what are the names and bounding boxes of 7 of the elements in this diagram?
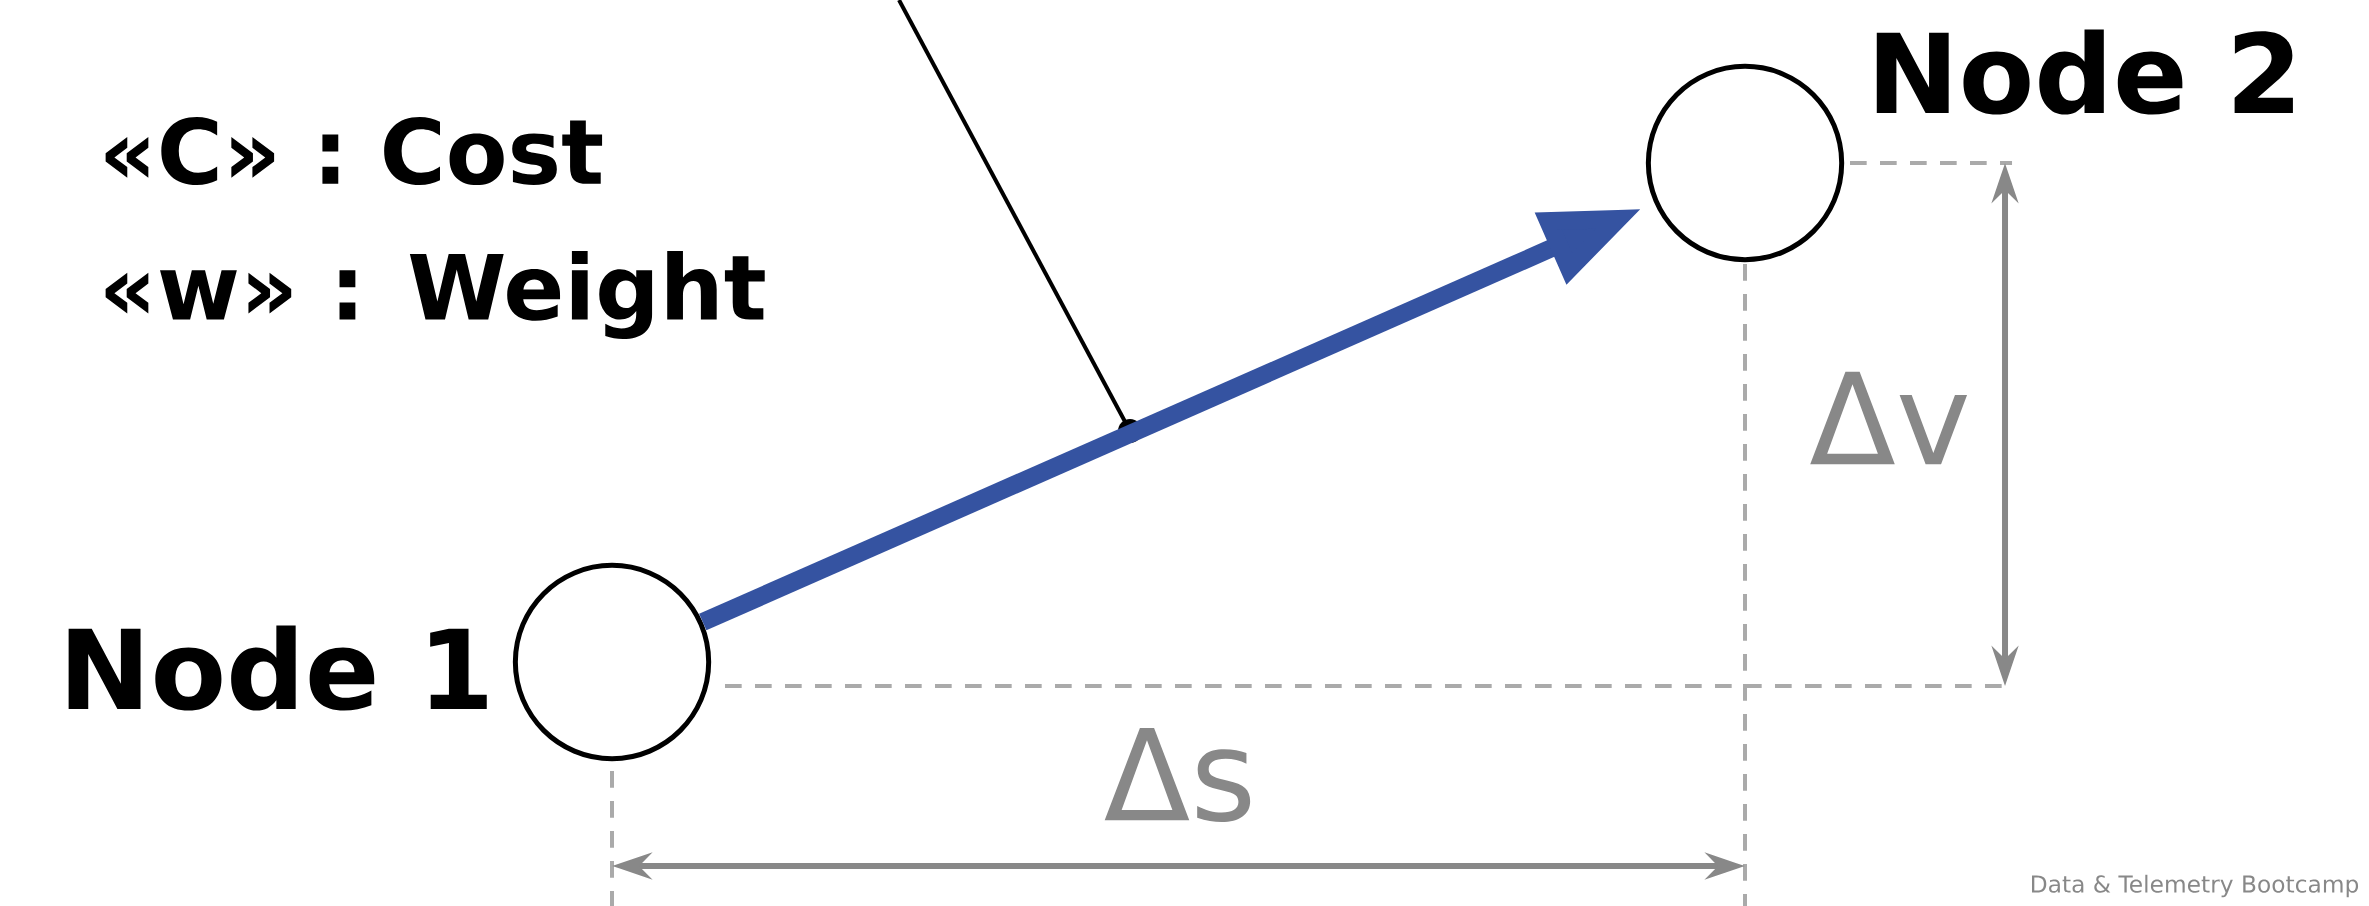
node-label: Node 1 [68, 625, 487, 711]
label-text: «w» : Weight [105, 251, 765, 339]
node-label: Node 2 [1876, 29, 2293, 115]
label-text: «C» : Cost [105, 116, 603, 186]
label-text: Δs [1104, 727, 1251, 823]
label-text: Data & Telemetry Bootcamp [2032, 874, 2359, 898]
label-text: Δv [1810, 371, 1968, 465]
